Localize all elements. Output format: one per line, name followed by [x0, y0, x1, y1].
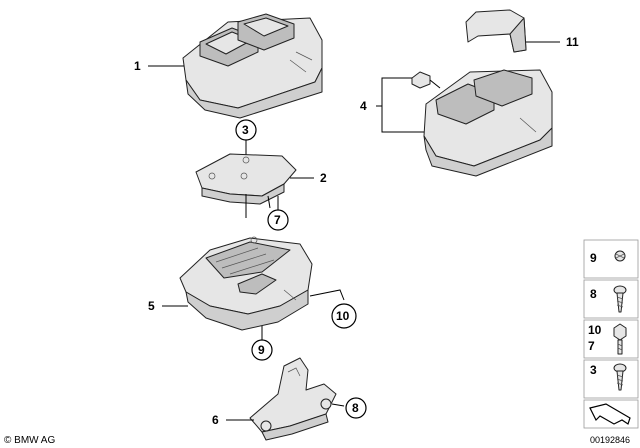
screw-small-icon: [614, 250, 626, 262]
callout-4: 4: [360, 99, 367, 113]
copyright-text: © BMW AG: [4, 435, 55, 446]
callout-3: 3: [242, 123, 249, 137]
screw-medium-icon: [613, 363, 627, 391]
legend-label-3: 3: [590, 363, 597, 377]
hex-bolt-icon: [613, 323, 627, 355]
part-1-switch-housing: [182, 13, 323, 119]
fastener-legend: 9 8 10 7 3: [583, 239, 639, 429]
part-11-cap: [465, 9, 527, 53]
legend-label-7: 7: [588, 339, 595, 353]
callout-11: 11: [566, 35, 579, 49]
callout-6: 6: [212, 413, 219, 427]
part-5-base: [179, 236, 313, 331]
direction-arrow-icon: [589, 403, 631, 425]
callout-10-circle: [331, 303, 357, 329]
callout-9-circle: [251, 339, 273, 361]
part-4-housing: [423, 69, 553, 177]
screw-long-icon: [613, 285, 627, 313]
legend-label-10: 10: [588, 323, 602, 337]
callout-1: 1: [134, 59, 141, 73]
reference-number: 00192846: [590, 435, 630, 445]
leader-8: [331, 403, 345, 407]
callout-7-circle: [267, 209, 289, 231]
leader-10: [309, 289, 345, 301]
callout-8-circle: [345, 397, 367, 419]
callout-9: 9: [258, 343, 265, 357]
part-2-bracket: [195, 153, 297, 218]
callout-10: 10: [336, 309, 350, 323]
legend-label-8: 8: [590, 287, 597, 301]
callout-7: 7: [274, 213, 281, 227]
part-6-lever: [249, 357, 337, 441]
part-4-clip: [411, 71, 441, 89]
callout-2: 2: [320, 171, 327, 185]
legend-label-9: 9: [590, 251, 597, 265]
leader-4: [376, 77, 424, 133]
callout-8: 8: [352, 401, 359, 415]
callout-5: 5: [148, 299, 155, 313]
